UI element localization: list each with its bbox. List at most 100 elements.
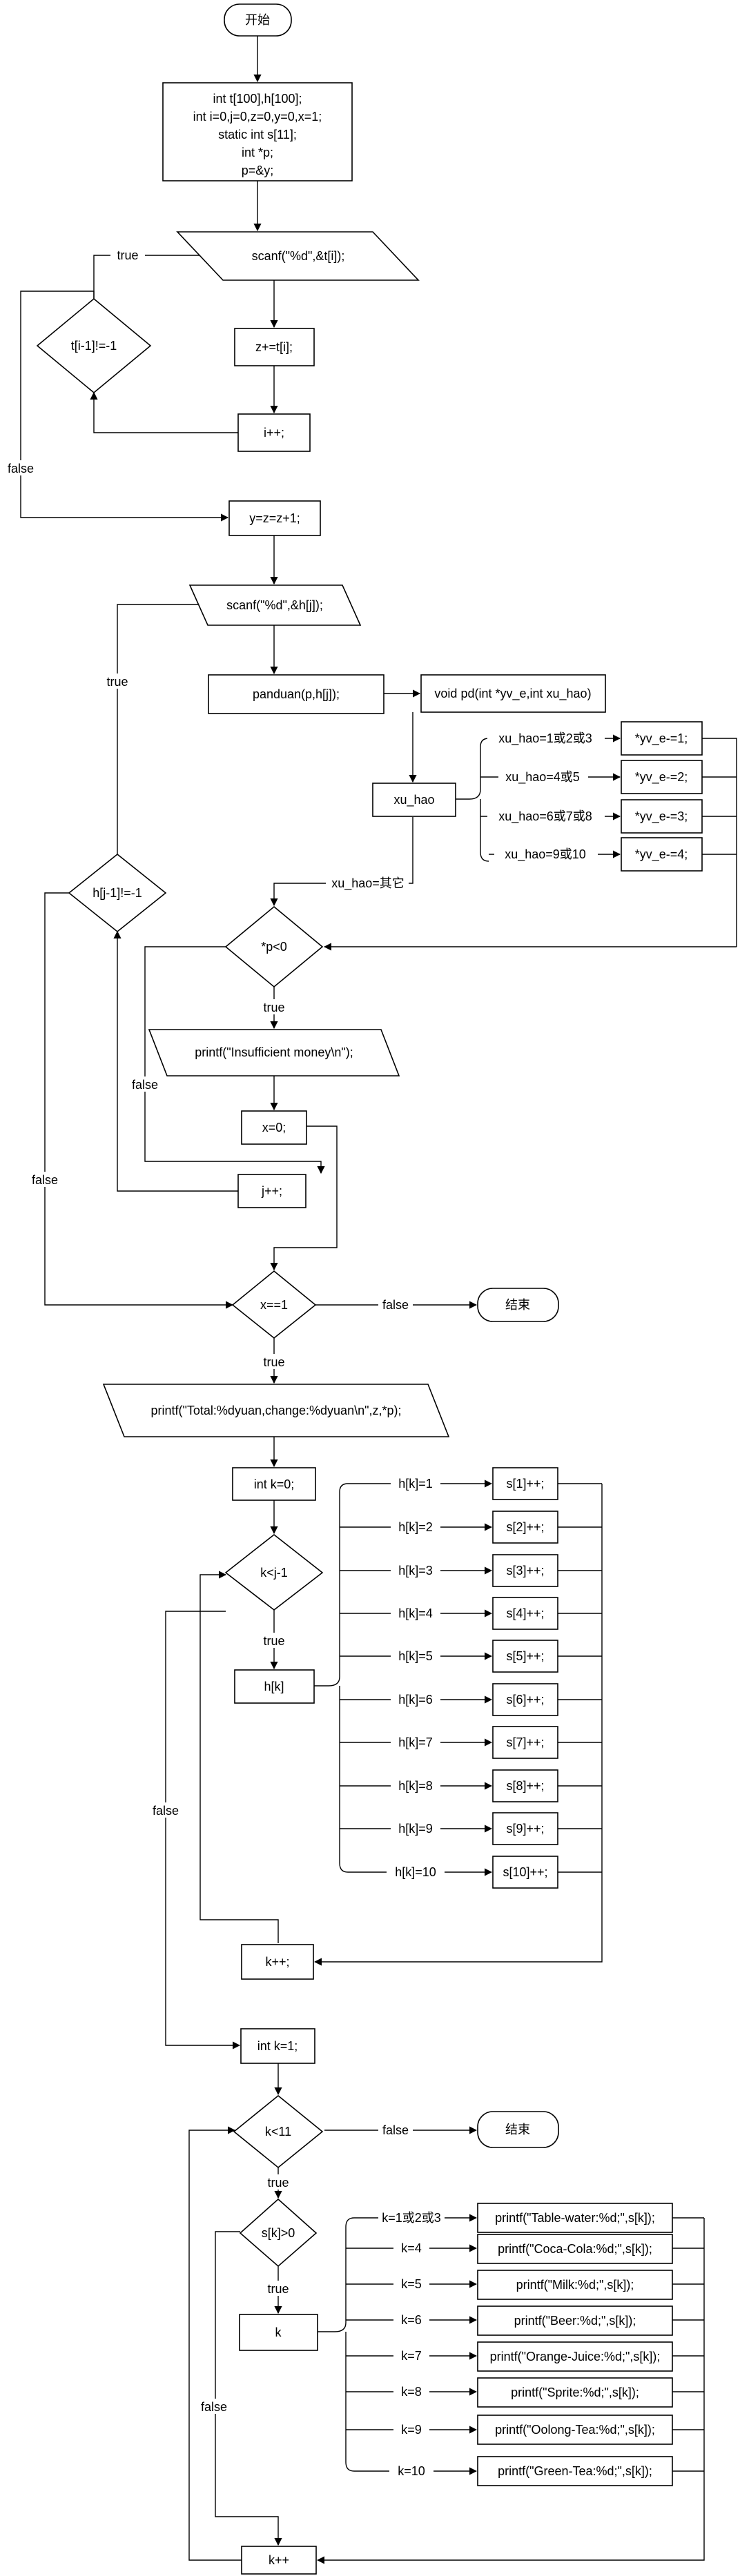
yv-1-label: *yv_e-=1; bbox=[635, 731, 688, 746]
cond-x-label: x==1 bbox=[260, 1298, 288, 1312]
k-init-0-process bbox=[232, 1467, 316, 1501]
s-item-1 bbox=[492, 1467, 558, 1500]
s-item-2 bbox=[492, 1511, 558, 1544]
printf-item-5 bbox=[477, 2341, 673, 2372]
s-item-4 bbox=[492, 1597, 558, 1630]
start-label: 开始 bbox=[245, 13, 270, 27]
init-line-1: int t[100],h[100]; bbox=[213, 92, 302, 106]
label-hk-7: h[k]=7 bbox=[398, 1736, 433, 1749]
label-k-1: k=1或2或3 bbox=[382, 2211, 441, 2225]
label-hk-10: h[k]=10 bbox=[395, 1865, 436, 1879]
label-k-7: k=7 bbox=[401, 2349, 422, 2363]
label-cond-t-true: true bbox=[117, 248, 138, 262]
label-hk-6: h[k]=6 bbox=[398, 1693, 433, 1707]
s-item-10-label: s[10]++; bbox=[503, 1865, 547, 1879]
edge-kinc-condkj bbox=[199, 1571, 279, 1943]
start-node bbox=[224, 3, 292, 37]
printf-item-4-label: printf("Beer:%d;",s[k]); bbox=[514, 2314, 636, 2328]
printf-item-1-label: printf("Table-water:%d;",s[k]); bbox=[495, 2211, 655, 2225]
cond-k11-decision bbox=[233, 2094, 324, 2169]
scanf-h-io bbox=[188, 584, 362, 626]
s-item-3-label: s[3]++; bbox=[506, 1564, 544, 1577]
printf-item-1 bbox=[477, 2203, 673, 2233]
cond-sk-decision bbox=[239, 2198, 318, 2268]
init-line-2: int i=0,j=0,z=0,y=0,x=1; bbox=[193, 110, 322, 124]
void-pd-label: void pd(int *yv_e,int xu_hao) bbox=[434, 687, 591, 701]
s-item-7 bbox=[492, 1726, 558, 1759]
init-line-3: static int s[11]; bbox=[218, 128, 297, 141]
label-cond-kj-true: true bbox=[263, 1634, 284, 1648]
edge-kinc2-condk11 bbox=[188, 2126, 242, 2561]
edge-condh-true bbox=[117, 600, 224, 854]
k-inc-1-label: k++; bbox=[265, 1955, 289, 1969]
end-1-label: 结束 bbox=[505, 1298, 530, 1312]
s-item-6 bbox=[492, 1683, 558, 1716]
edge-jinc-condh bbox=[113, 930, 238, 1192]
cond-x-decision bbox=[231, 1270, 317, 1339]
scanf-h-label: scanf("%d",&h[j]); bbox=[226, 598, 323, 612]
label-hk-9: h[k]=9 bbox=[398, 1822, 433, 1836]
z-add-label: z+=t[i]; bbox=[255, 340, 293, 354]
printf-item-3-label: printf("Milk:%d;",s[k]); bbox=[516, 2278, 634, 2292]
edge-condkj-false bbox=[165, 1611, 241, 2049]
label-k-4: k=4 bbox=[401, 2241, 422, 2255]
cond-h-label: h[j-1]!=-1 bbox=[92, 886, 142, 900]
printf-insufficient-io bbox=[148, 1029, 400, 1076]
label-cond-kj-false: false bbox=[153, 1804, 179, 1818]
cond-k11-label: k<11 bbox=[265, 2125, 291, 2139]
label-cond-k11-true: true bbox=[267, 2176, 289, 2190]
yv-2-label: *yv_e-=2; bbox=[635, 770, 688, 785]
k-inc-2-process bbox=[241, 2546, 317, 2575]
edge-xu-other bbox=[270, 817, 413, 907]
printf-insufficient-label: printf("Insufficient money\n"); bbox=[195, 1045, 353, 1059]
label-cond-h-true: true bbox=[106, 675, 128, 689]
yv-minus-1 bbox=[621, 721, 703, 756]
void-pd-process bbox=[420, 674, 606, 713]
yv-4-label: *yv_e-=4; bbox=[635, 847, 688, 862]
k-case-labels: k=1或2或3 k=4 k=5 k=6 k=7 k=8 k=9 k=10 bbox=[378, 2210, 445, 2478]
k-process bbox=[239, 2314, 318, 2351]
s-item-9 bbox=[492, 1812, 558, 1845]
edge-cond-t-true bbox=[93, 251, 213, 299]
label-k-9: k=9 bbox=[401, 2423, 422, 2437]
edge-cond-t-false bbox=[20, 291, 229, 522]
printf-item-8 bbox=[477, 2456, 673, 2486]
label-cond-h-false: false bbox=[32, 1173, 58, 1187]
printf-item-2 bbox=[477, 2234, 673, 2264]
cond-p-decision bbox=[224, 905, 324, 988]
k-inc-2-label: k++ bbox=[269, 2553, 289, 2567]
label-xu-1: xu_hao=1或2或3 bbox=[498, 731, 592, 746]
printf-item-7-label: printf("Oolong-Tea:%d;",s[k]); bbox=[495, 2423, 655, 2437]
label-hk-8: h[k]=8 bbox=[398, 1779, 433, 1793]
yv-minus-2 bbox=[621, 760, 703, 794]
hk-case-labels: h[k]=1 h[k]=2 h[k]=3 h[k]=4 h[k]=5 h[k]=… bbox=[387, 1475, 445, 1879]
end-node-2 bbox=[477, 2111, 559, 2148]
yv-minus-4 bbox=[621, 837, 703, 872]
edge-hk-brace bbox=[314, 1483, 349, 1687]
printf-item-6 bbox=[477, 2377, 673, 2408]
cond-k-j-decision bbox=[224, 1533, 324, 1611]
cond-k-j-label: k<j-1 bbox=[260, 1566, 288, 1580]
label-cond-t-false: false bbox=[8, 462, 34, 475]
label-cond-p-false: false bbox=[132, 1078, 158, 1092]
label-cond-x-true: true bbox=[263, 1355, 284, 1369]
edge-x0-to-condx bbox=[270, 1125, 338, 1271]
k-init-0-label: int k=0; bbox=[254, 1477, 295, 1491]
edge-iinc-cond-t bbox=[90, 391, 238, 433]
k-inc-1-process bbox=[241, 1944, 314, 1980]
edge-k-brace bbox=[318, 2217, 355, 2332]
y-assign-label: y=z=z+1; bbox=[249, 511, 300, 525]
label-hk-2: h[k]=2 bbox=[398, 1520, 433, 1534]
s-item-6-label: s[6]++; bbox=[506, 1693, 544, 1707]
end-node-1 bbox=[477, 1288, 559, 1322]
label-xu-4: xu_hao=9或10 bbox=[505, 847, 586, 862]
label-xu-other: xu_hao=其它 bbox=[331, 876, 405, 891]
label-k-5: k=5 bbox=[401, 2277, 422, 2291]
s-item-1-label: s[1]++; bbox=[506, 1477, 544, 1491]
xu-hao-process bbox=[372, 783, 456, 817]
cond-h-decision bbox=[68, 853, 167, 933]
label-cond-x-false: false bbox=[382, 1298, 409, 1312]
s-item-9-label: s[9]++; bbox=[506, 1822, 544, 1836]
printf-item-8-label: printf("Green-Tea:%d;",s[k]); bbox=[498, 2464, 652, 2478]
printf-total-io bbox=[102, 1384, 450, 1437]
